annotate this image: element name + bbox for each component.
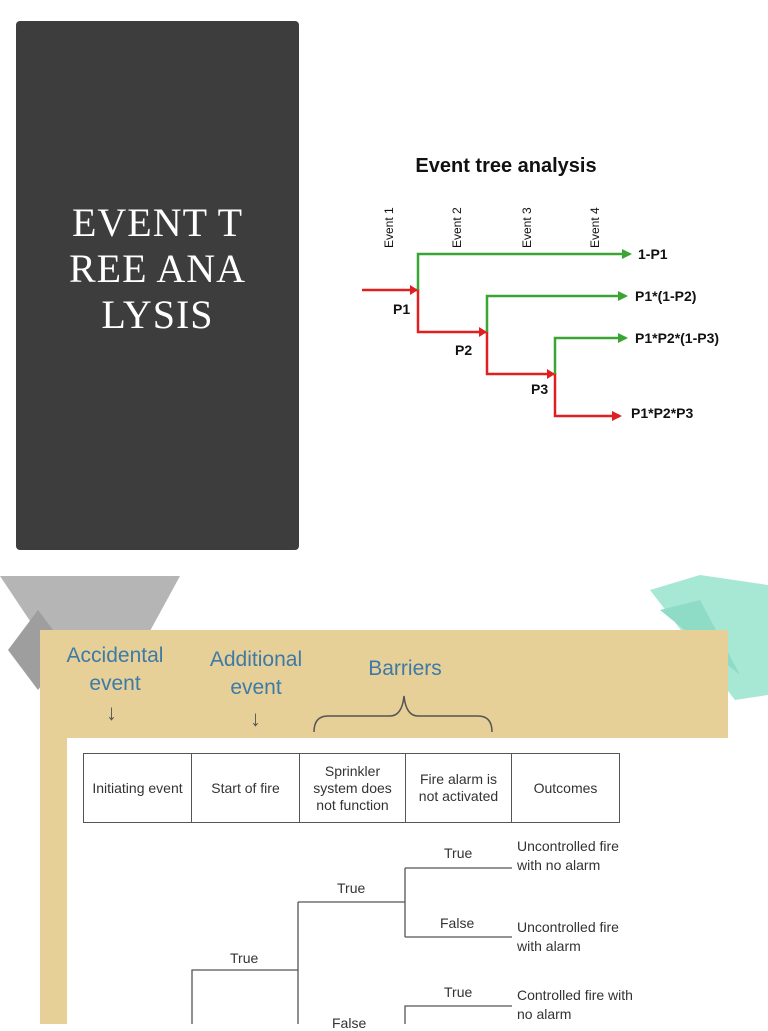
branch-label: True (337, 880, 366, 896)
arrow-head (547, 369, 555, 379)
down-arrow: ↓ (250, 706, 261, 731)
outcome-text: Controlled fire with no alarm (517, 987, 633, 1022)
additional-event-annotation: Additional event (209, 648, 303, 699)
diagram-title: Event tree analysis (415, 155, 596, 177)
failure-path (362, 288, 620, 418)
slide-title: EVENT T REE ANA LYSIS (69, 200, 246, 337)
branch-label: True (444, 984, 473, 1000)
outcome-text: Uncontrolled fire with alarm (517, 919, 619, 954)
title-card (16, 21, 299, 550)
branch-label: False (440, 915, 475, 931)
success-path (553, 336, 626, 374)
arrow-head (618, 333, 628, 343)
branch-label: True (444, 845, 473, 861)
event-tree-diagram: Event tree analysis Event 1 Event 2 Even… (362, 155, 719, 421)
outcome-text: Uncontrolled fire with no alarm (517, 838, 619, 873)
event-label: Event 3 (520, 207, 534, 248)
branch-label: False (332, 1015, 367, 1031)
event-label: Event 2 (450, 207, 464, 248)
event-label: Event 4 (588, 207, 602, 248)
outcome-label: P1*P2*(1-P3) (635, 330, 719, 346)
outcome-label: P1*P2*P3 (631, 405, 693, 421)
probability-label: P1 (393, 301, 410, 317)
arrow-head (479, 327, 487, 337)
outcome-label: P1*(1-P2) (635, 288, 696, 304)
header-cell: Outcomes (511, 753, 620, 823)
success-path (416, 252, 630, 290)
success-path (485, 294, 626, 332)
event-label: Event 1 (382, 207, 396, 248)
outcome-label: 1-P1 (638, 246, 668, 262)
arrow-head (612, 411, 622, 421)
barriers-brace (313, 695, 493, 733)
probability-label: P2 (455, 342, 472, 358)
down-arrow: ↓ (106, 700, 117, 725)
branch-label: True (230, 950, 259, 966)
arrow-head (622, 249, 632, 259)
arrow-head (618, 291, 628, 301)
arrow-head (410, 285, 418, 295)
barriers-annotation: Barriers (368, 657, 442, 680)
probability-label: P3 (531, 381, 548, 397)
accidental-event-annotation: Accidental event (66, 644, 164, 695)
scanned-paper (67, 738, 728, 1024)
